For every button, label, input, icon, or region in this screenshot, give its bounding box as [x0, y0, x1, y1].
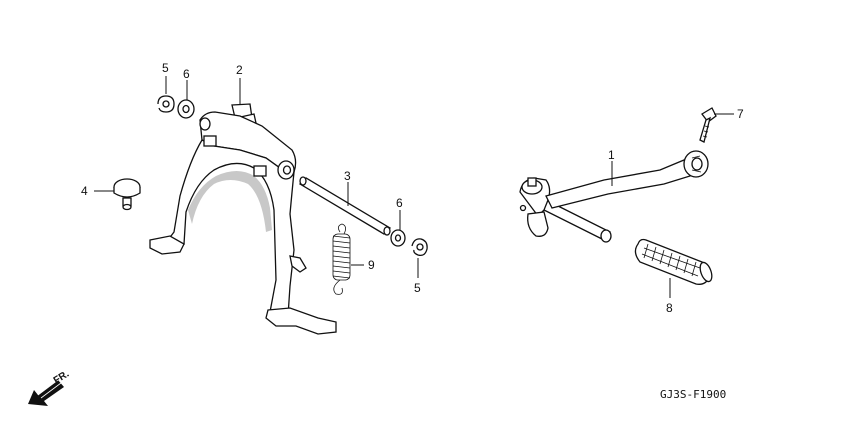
kick-arm	[519, 150, 709, 243]
callout-7: 7	[737, 107, 744, 121]
callout-3: 3	[344, 169, 351, 183]
main-stand	[149, 103, 337, 335]
callout-4: 4	[81, 184, 88, 198]
pinch-bolt	[699, 107, 717, 143]
callout-6-upper: 6	[183, 67, 190, 81]
callout-labels: 5 6 2 4 3 6 9 5 1 7 8	[81, 61, 744, 315]
circlip-upper	[157, 95, 175, 113]
callout-6-lower: 6	[396, 196, 403, 210]
front-direction-arrow: FR.	[28, 369, 71, 406]
circlip-lower	[411, 238, 428, 257]
stopper-rubber	[113, 178, 141, 211]
leader-lines	[94, 76, 734, 298]
washer-upper	[177, 99, 195, 119]
drawing-code: GJ3S-F1900	[660, 388, 726, 401]
washer-lower	[390, 229, 406, 247]
stand-spring	[332, 223, 351, 295]
callout-5-upper: 5	[162, 61, 169, 75]
callout-1: 1	[608, 148, 615, 162]
callout-9: 9	[368, 258, 375, 272]
pivot-shaft	[298, 176, 392, 236]
callout-2: 2	[236, 63, 243, 77]
rubber-grip	[634, 238, 713, 285]
callout-5-lower: 5	[414, 281, 421, 295]
callout-8: 8	[666, 301, 673, 315]
